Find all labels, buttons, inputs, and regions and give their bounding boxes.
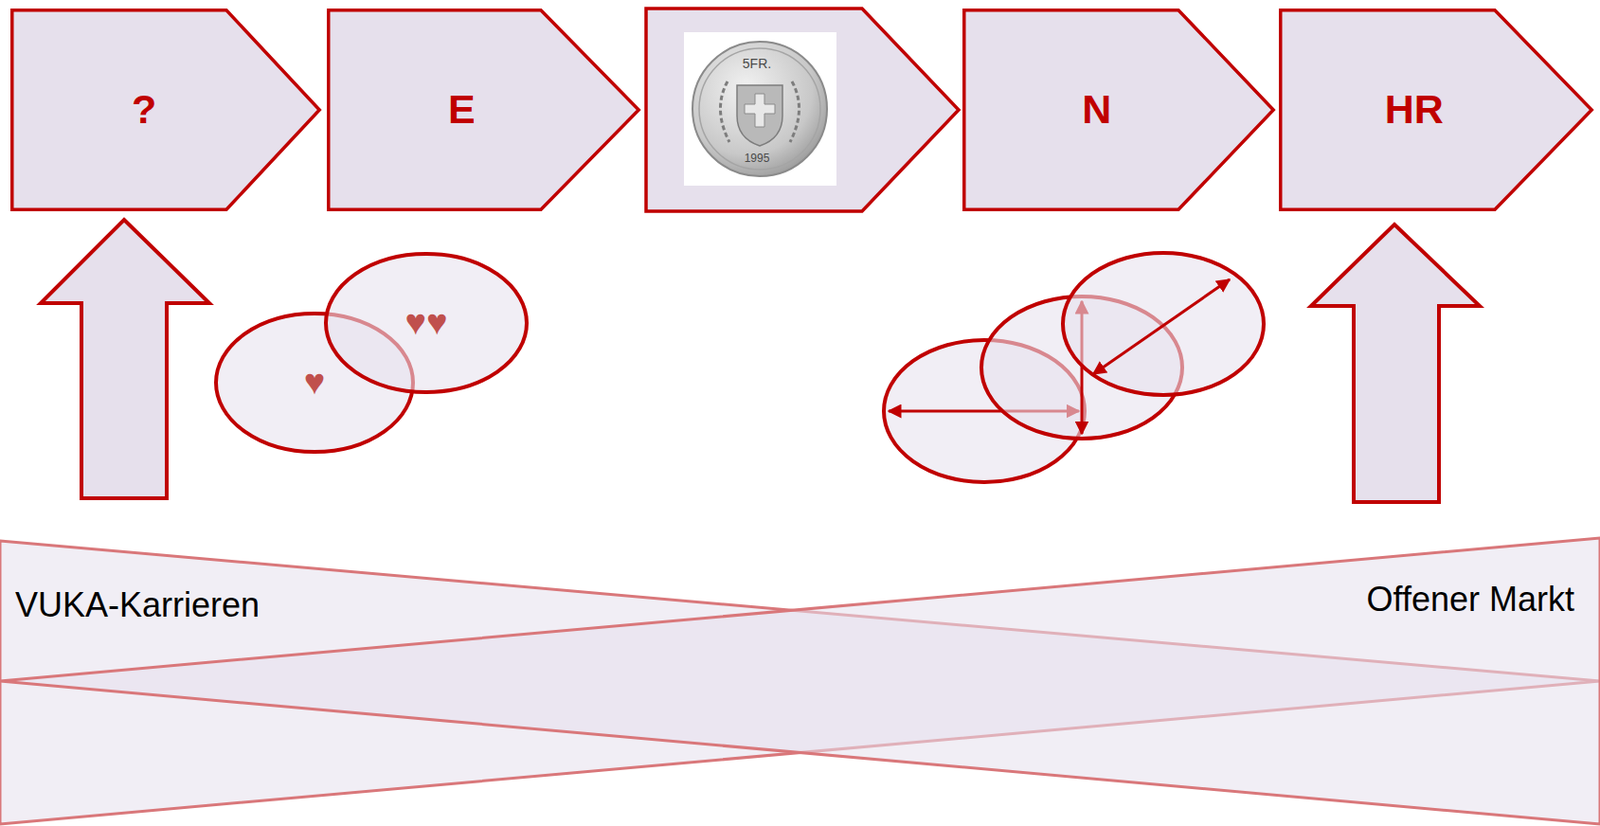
chevron-shape <box>12 10 321 211</box>
up-arrow <box>40 219 210 499</box>
up-arrow <box>1311 224 1480 503</box>
band-triangle <box>0 538 1600 825</box>
chevron-shape <box>964 10 1275 211</box>
coin-background <box>683 32 837 186</box>
coin-shield <box>737 85 783 146</box>
chevron-shape <box>646 8 959 212</box>
band-label: Offener Markt <box>1366 580 1575 619</box>
node-text: ♥♥ <box>404 303 448 343</box>
coin-cross <box>744 93 775 127</box>
ellipse-shape <box>325 253 527 393</box>
node-outline <box>326 8 641 212</box>
band-label: VUKA-Karrieren <box>15 586 260 625</box>
node-text: E <box>448 87 476 132</box>
coin <box>692 41 827 177</box>
measure-arrow <box>1093 279 1230 375</box>
process-chevron: N <box>962 8 1276 212</box>
coin-text: 5FR. <box>742 56 772 72</box>
coin-rim <box>699 48 821 170</box>
chevron-shape <box>328 10 640 211</box>
process-chevron: HR <box>1278 8 1594 212</box>
node-outline <box>962 8 1276 212</box>
coin-wreath <box>790 81 800 143</box>
process-chevron: E <box>326 8 641 212</box>
node-text: ? <box>131 87 157 132</box>
coin-text: 1995 <box>744 152 771 165</box>
process-chevron: ? <box>10 8 322 212</box>
node-text: ♥ <box>304 362 326 403</box>
scope-ellipse <box>1062 252 1264 396</box>
coin-wreath <box>719 81 730 143</box>
node-text: N <box>1081 87 1112 132</box>
heart-ellipse: ♥♥ <box>323 251 529 395</box>
node-outline <box>10 8 322 212</box>
node-text: HR <box>1384 87 1444 132</box>
chevron-shape <box>1280 10 1593 211</box>
